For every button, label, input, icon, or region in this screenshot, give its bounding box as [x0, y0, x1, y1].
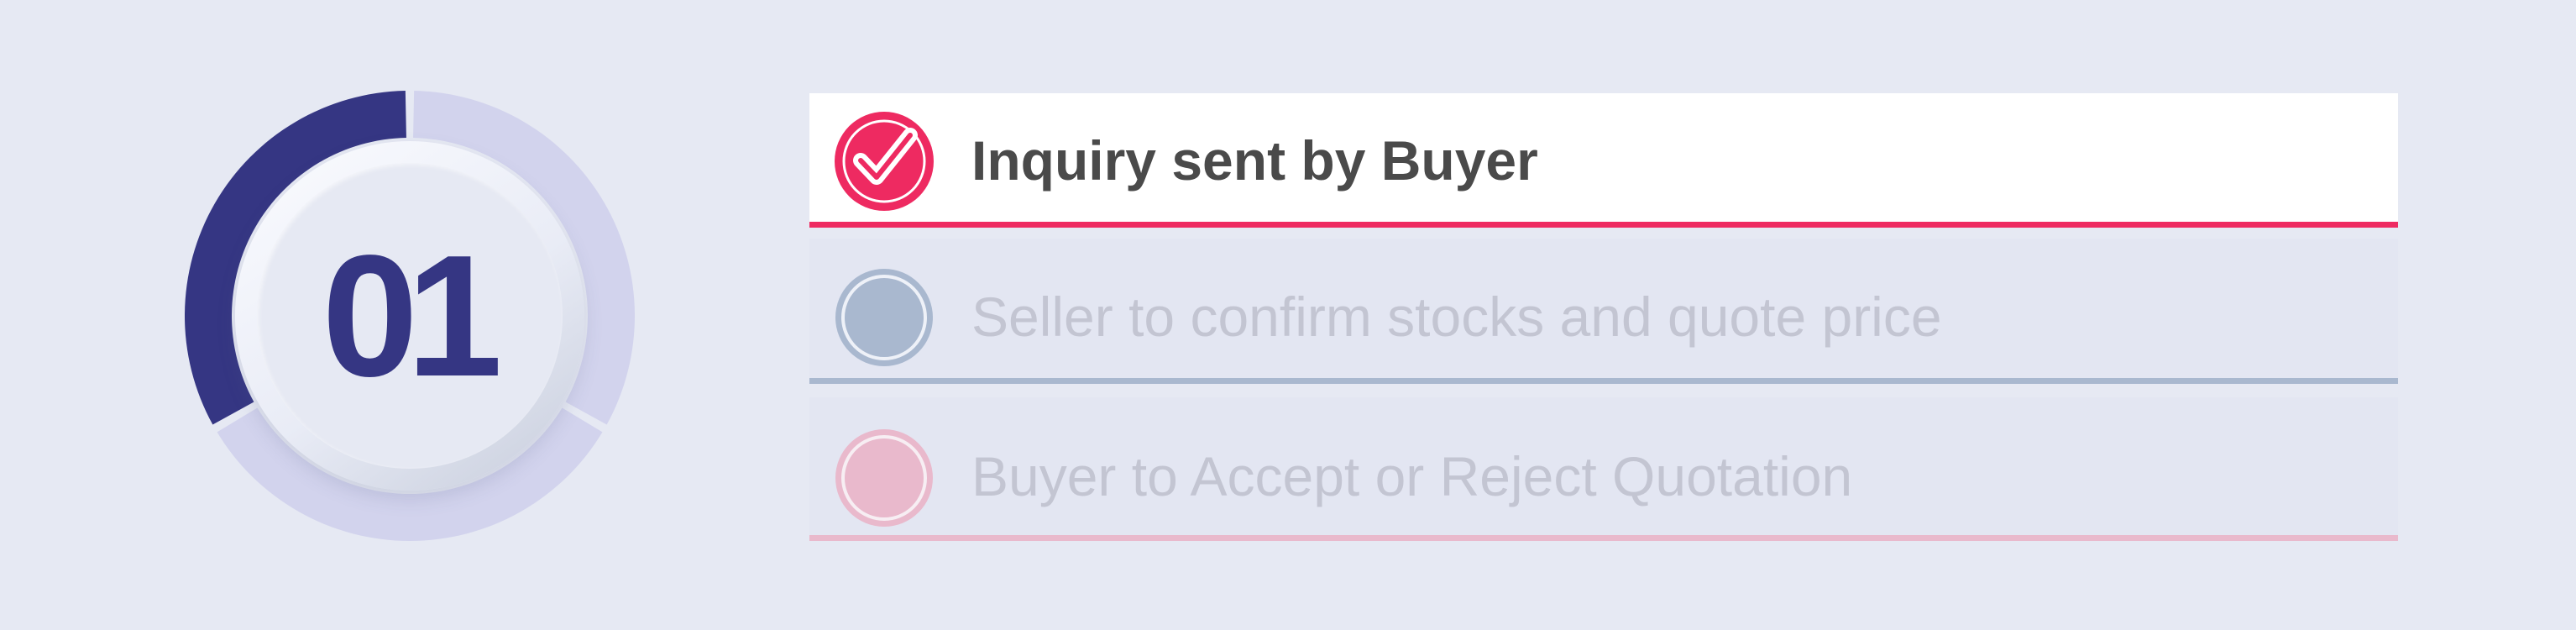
step-label: Inquiry sent by Buyer: [971, 129, 1538, 192]
step-item-seller-confirm[interactable]: Seller to confirm stocks and quote price: [809, 239, 2398, 384]
progress-ring-filled-segment: [184, 91, 406, 425]
step-label: Buyer to Accept or Reject Quotation: [971, 445, 1853, 507]
check-circle-icon: [835, 112, 934, 211]
progress-ring-inner: 01: [235, 141, 584, 491]
progress-ring: 01: [183, 89, 636, 543]
progress-ring-face: 01: [257, 163, 563, 469]
step-item-buyer-accept-reject[interactable]: Buyer to Accept or Reject Quotation: [809, 397, 2398, 541]
step-number: 01: [322, 219, 502, 412]
progress-ring-track-segment: [217, 407, 603, 541]
circle-icon: [835, 429, 933, 527]
progress-ring-track-segment: [413, 91, 635, 425]
circle-icon: [835, 269, 933, 366]
step-item-inquiry-sent[interactable]: Inquiry sent by Buyer: [809, 93, 2398, 228]
step-label: Seller to confirm stocks and quote price: [971, 286, 1942, 348]
progress-ring-graphic: [184, 91, 635, 541]
